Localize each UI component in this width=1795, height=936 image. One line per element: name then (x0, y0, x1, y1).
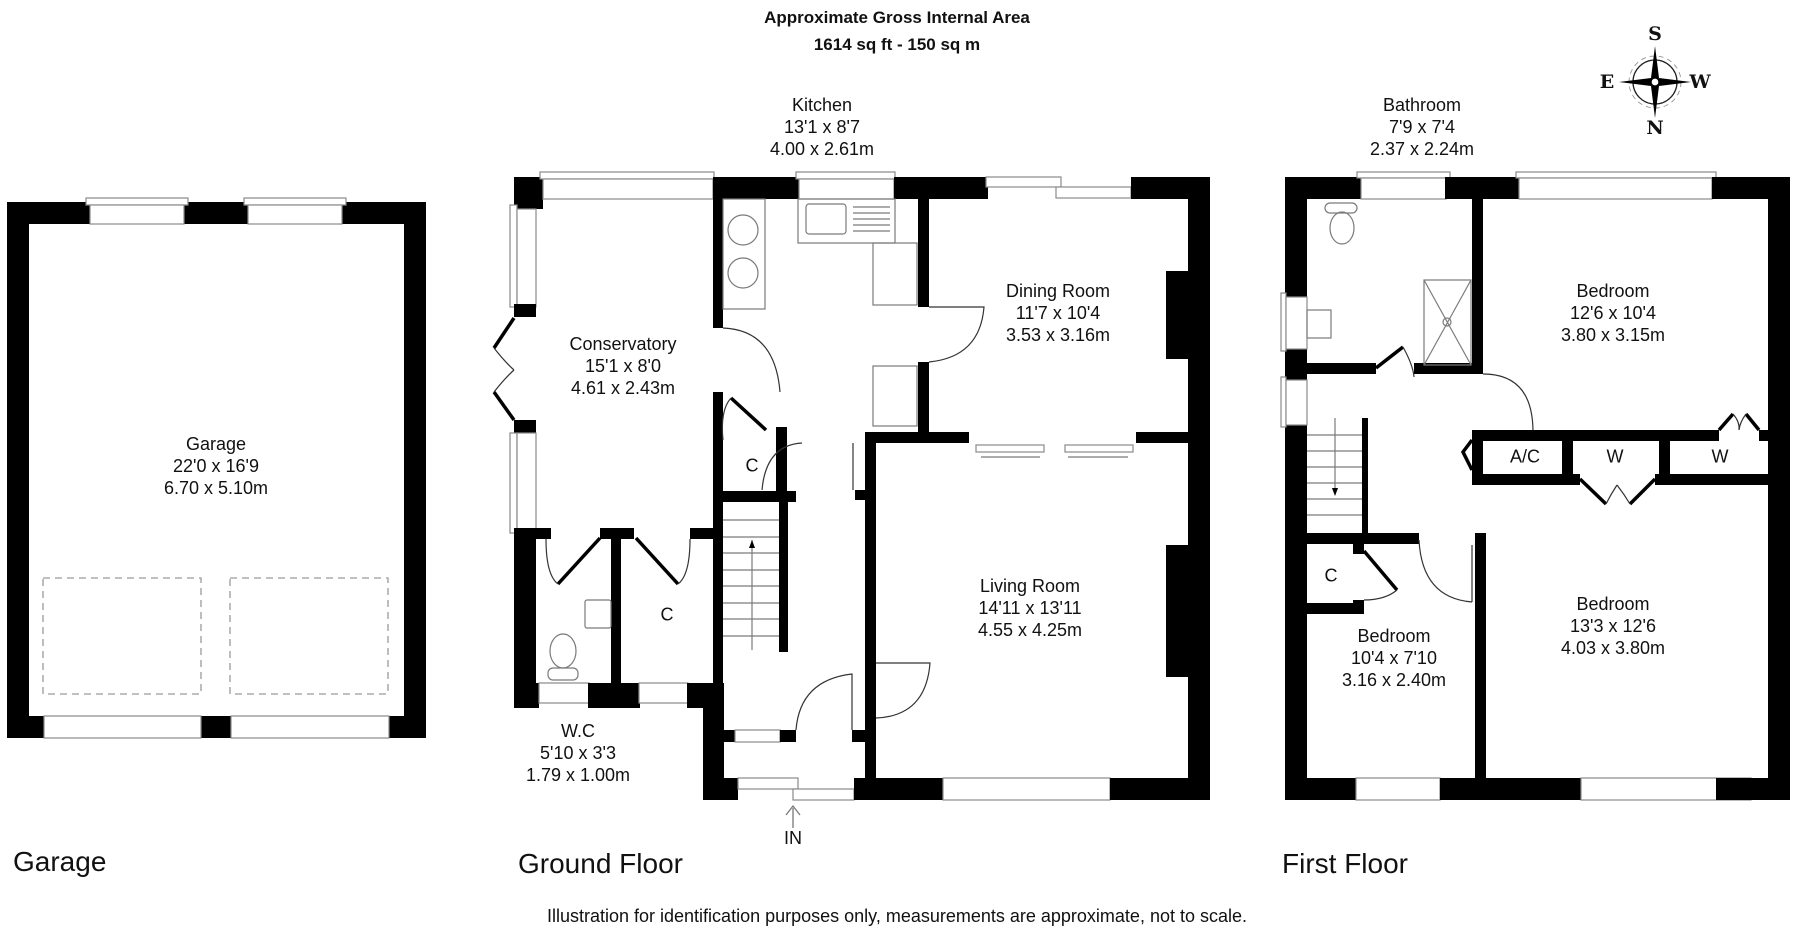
gross-area-header: Approximate Gross Internal Area 1614 sq … (764, 4, 1030, 58)
floor-title-first: First Floor (1282, 848, 1408, 879)
room-label-garage: Garage 22'0 x 16'9 6.70 x 5.10m (163, 434, 269, 498)
wardrobe-label: W (1711, 446, 1729, 467)
room-label-bedroom-1: Bedroom 12'6 x 10'4 3.80 x 3.15m (1560, 281, 1666, 345)
floor-title-garage: Garage (13, 846, 107, 877)
room-label-dining-room: Dining Room 11'7 x 10'4 3.53 x 3.16m (1005, 281, 1111, 345)
room-label-conservatory: Conservatory 15'1 x 8'0 4.61 x 2.43m (569, 334, 677, 398)
garage-plan (7, 197, 426, 739)
cupboard-label: C (660, 604, 674, 625)
room-label-wc: W.C 5'10 x 3'3 1.79 x 1.00m (525, 721, 631, 785)
header-area: 1614 sq ft - 150 sq m (813, 35, 981, 54)
entrance-label: IN (784, 828, 802, 848)
cupboard-label: C (1324, 565, 1338, 586)
room-label-kitchen: Kitchen 13'1 x 8'7 4.00 x 2.61m (769, 95, 875, 159)
cupboard-label: C (745, 455, 759, 476)
compass-rose-icon (1619, 46, 1691, 118)
ground-floor-plan (492, 171, 1210, 828)
airing-cupboard-label: A/C (1509, 446, 1541, 467)
compass-south-label: S (1648, 23, 1662, 45)
header-title: Approximate Gross Internal Area (764, 8, 1030, 27)
room-label-bedroom-2: Bedroom 13'3 x 12'6 4.03 x 3.80m (1560, 594, 1666, 658)
wardrobe-label: W (1606, 446, 1624, 467)
compass-east-label: E (1599, 71, 1615, 93)
room-label-living-room: Living Room 14'11 x 13'11 4.55 x 4.25m (977, 576, 1083, 640)
floor-title-ground: Ground Floor (518, 848, 683, 879)
room-label-bathroom: Bathroom 7'9 x 7'4 2.37 x 2.24m (1369, 95, 1475, 159)
first-floor-plan (1280, 171, 1790, 801)
disclaimer-text: Illustration for identification purposes… (546, 906, 1248, 926)
compass-north-label: N (1646, 117, 1664, 139)
compass-west-label: W (1689, 71, 1711, 93)
room-label-bedroom-3: Bedroom 10'4 x 7'10 3.16 x 2.40m (1341, 626, 1447, 690)
